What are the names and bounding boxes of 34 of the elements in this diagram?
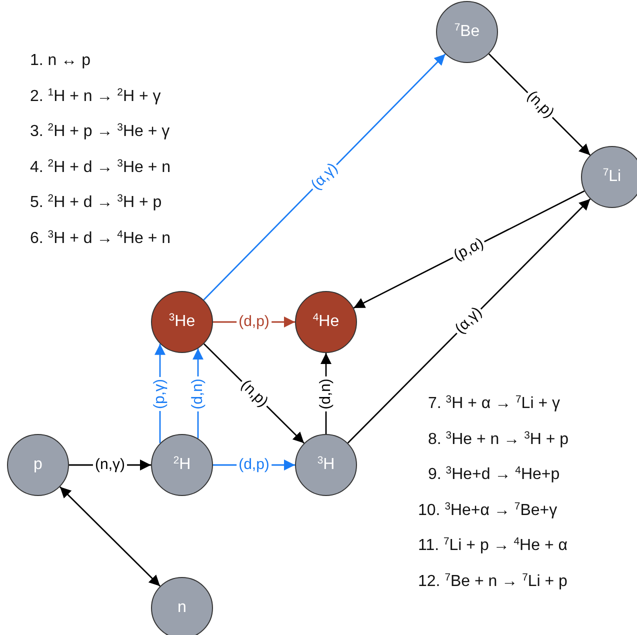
reaction-equation: 1. n ↔ p bbox=[30, 52, 90, 70]
reaction-equation: 7. $^{3}$H + α → $^{7}$Li + γ bbox=[428, 395, 560, 413]
nuclide-label: $^{2}$H bbox=[173, 456, 191, 474]
nuclide-label: n bbox=[178, 599, 186, 617]
edge-label: (d,p) bbox=[236, 456, 272, 474]
nuclide-label: $^{3}$He bbox=[168, 313, 196, 331]
arrow bbox=[347, 198, 591, 444]
reaction-equation: 12. $^{7}$Be + n → $^{7}$Li + p bbox=[418, 572, 568, 590]
nuclide-label: $^{3}$H bbox=[317, 456, 335, 474]
edge-label: (d,n) bbox=[318, 376, 334, 411]
edge-label: (d,n) bbox=[190, 376, 206, 411]
nuclide-circle bbox=[295, 434, 357, 496]
reaction-equation: 5. $^{2}$H + d → $^{3}$H + p bbox=[30, 194, 162, 212]
reaction-equation: 10. $^{3}$He+α → $^{7}$Be+γ bbox=[418, 502, 558, 520]
arrow bbox=[60, 486, 160, 587]
edge-label: (n,γ) bbox=[93, 456, 127, 474]
nuclide-circle bbox=[581, 146, 637, 208]
reaction-equation: 2. $^{1}$H + n → $^{2}$H + γ bbox=[30, 88, 161, 106]
reaction-equation: 9. $^{3}$He+d → $^{4}$He+p bbox=[428, 466, 560, 484]
nuclide-label: $^{7}$Be bbox=[454, 23, 480, 41]
reaction-equation: 8. $^{3}$He + n → $^{3}$H + p bbox=[428, 430, 569, 448]
nuclide-label: $^{7}$Li bbox=[602, 168, 622, 186]
reaction-equation: 3. $^{2}$H + p → $^{3}$He + γ bbox=[30, 123, 170, 141]
edge-label: (d,p) bbox=[236, 314, 272, 330]
reaction-equation: 6. $^{3}$H + d → $^{4}$He + n bbox=[30, 230, 171, 248]
nuclide-circle bbox=[436, 1, 498, 63]
arrow bbox=[203, 54, 446, 300]
reaction-equation: 11. $^{7}$Li + p → $^{4}$He + α bbox=[418, 537, 568, 555]
nuclide-circle bbox=[151, 291, 213, 353]
nuclide-circle bbox=[151, 577, 213, 635]
reaction-equation: 4. $^{2}$H + d → $^{3}$He + n bbox=[30, 158, 171, 176]
nuclide-label: $^{4}$He bbox=[312, 313, 340, 331]
edge-label: (p,γ) bbox=[152, 376, 168, 410]
nuclide-label: p bbox=[34, 456, 42, 474]
